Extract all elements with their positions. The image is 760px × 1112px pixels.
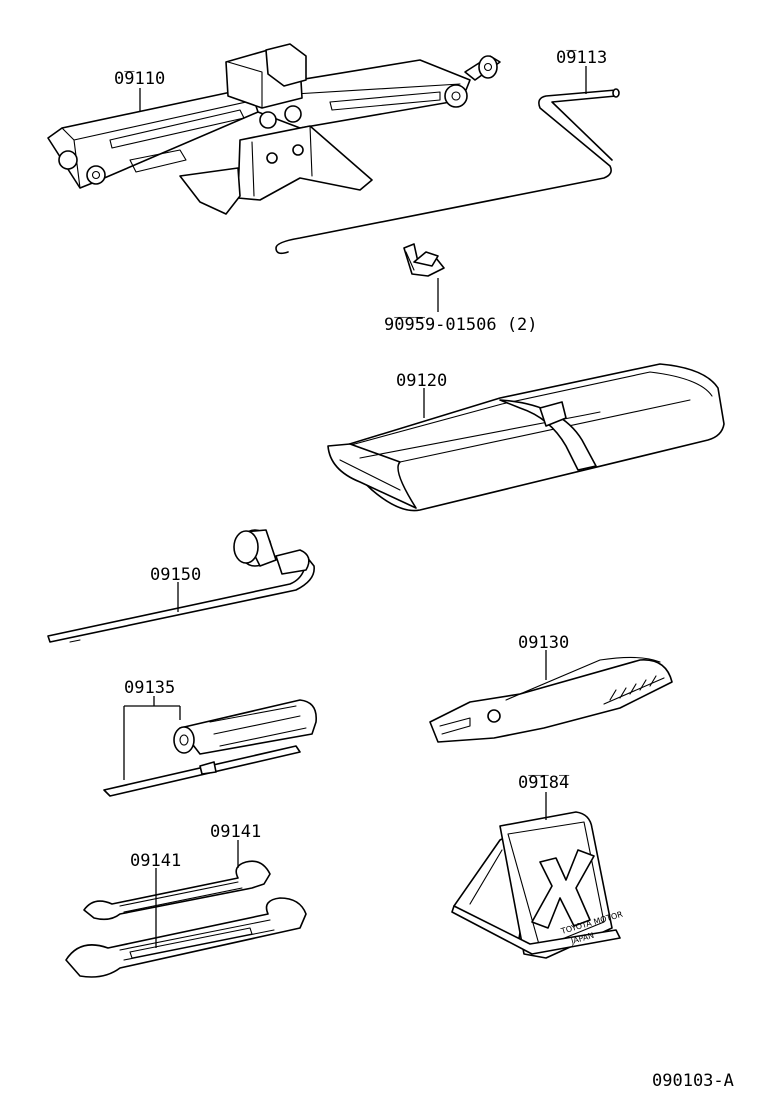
wrench-large-drawing <box>65 897 307 978</box>
label-tool-bag: 09120 <box>396 371 447 391</box>
pliers-drawing <box>429 656 673 743</box>
label-clamp: 9̅0̅9̅59-01506 (2) <box>384 315 538 335</box>
label-pliers: 09130 <box>518 633 569 653</box>
label-jack-handle: 0̅9113 <box>556 48 607 68</box>
reference-code: 090103-A <box>652 1071 734 1091</box>
label-wheel-nut-wrench: 09150 <box>150 565 201 585</box>
label-warning-plate: 0̅9̅18̅4 <box>518 773 570 793</box>
wheel-nut-wrench-drawing <box>47 529 315 643</box>
jack-handle-drawing <box>275 88 620 255</box>
clamp-drawing <box>403 243 445 277</box>
label-wrench-large: 09141 <box>130 851 181 871</box>
scissor-jack-drawing <box>47 43 501 215</box>
tool-bag-drawing <box>327 363 725 512</box>
label-jack: 0̅9110 <box>114 69 165 89</box>
warning-plate-drawing: TOYOTA MOTOR JAPAN <box>451 811 624 959</box>
wrench-small-drawing <box>83 860 271 921</box>
label-screwdriver: 09135 <box>124 678 175 698</box>
label-wrench-small: 09141 <box>210 822 261 842</box>
screwdriver-drawing <box>103 699 317 797</box>
